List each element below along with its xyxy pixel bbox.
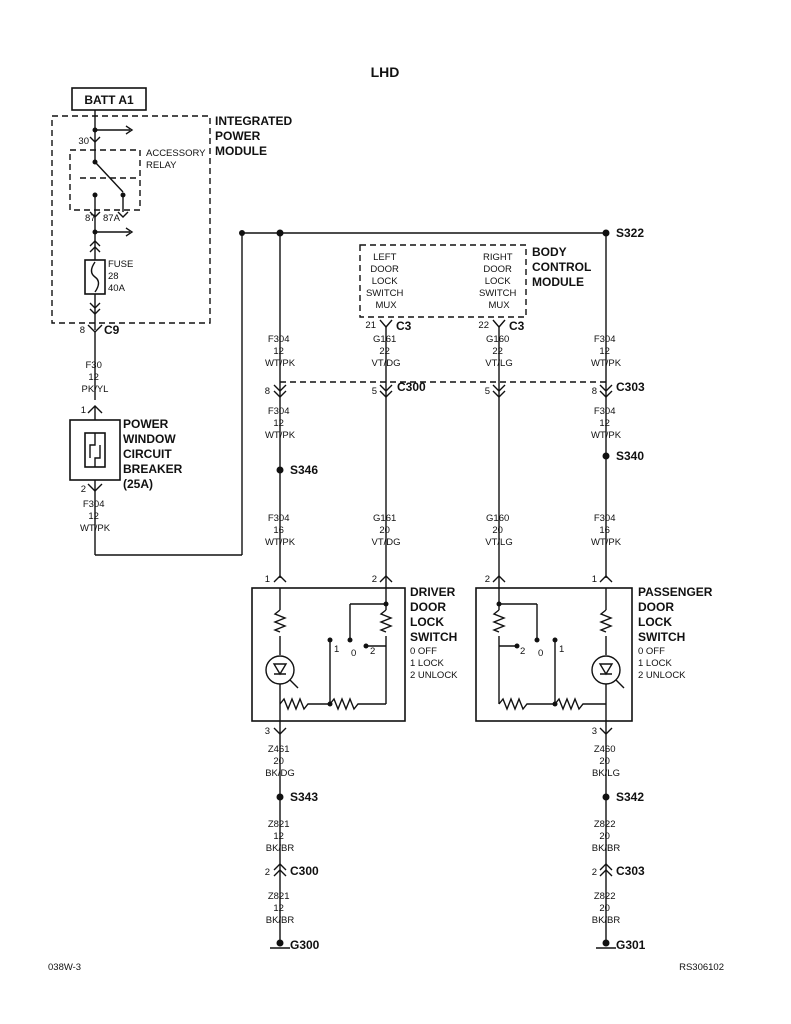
batt-label: BATT A1 — [84, 93, 134, 107]
accessory-relay — [69, 149, 141, 211]
c300-label: C300 — [397, 380, 426, 394]
pass-contact0: 0 — [538, 648, 543, 659]
z822-b-wire: Z822 20 BK/BR — [592, 891, 621, 926]
bcm-label: BODY CONTROL MODULE — [532, 245, 594, 289]
driver-switch-label: DRIVER DOOR LOCK SWITCH — [410, 585, 459, 644]
passenger-door-lock-switch — [475, 587, 633, 722]
splice-s346 — [276, 466, 284, 474]
pass-contact1: 1 — [559, 644, 564, 655]
g161-upper-wire: G161 22 VT/DG — [371, 334, 400, 369]
right-low-wire: F304 16 WT/PK — [591, 513, 622, 548]
batt-box — [71, 87, 147, 111]
breaker-pin2: 2 — [81, 484, 86, 495]
pass-pin2: 2 — [485, 574, 490, 585]
f304-bottom-label: F304 12 WT/PK — [80, 499, 111, 534]
breaker-label: POWER WINDOW CIRCUIT BREAKER (25A) — [123, 417, 186, 491]
driver-door-lock-switch — [251, 587, 406, 722]
breaker-pin1: 1 — [81, 405, 86, 416]
left-low-wire: F304 16 WT/PK — [265, 513, 296, 548]
left-mid-wire: F304 12 WT/PK — [265, 406, 296, 441]
c300-pin5: 5 — [372, 386, 377, 397]
right-mid-wire: F304 12 WT/PK — [591, 406, 622, 441]
driver-pin1: 1 — [265, 574, 270, 585]
splice-s342 — [602, 793, 610, 801]
left-upper-wire: F304 12 WT/PK — [265, 334, 296, 369]
g160-upper-wire: G160 22 VT/LG — [485, 334, 512, 369]
c303-pin8: 8 — [592, 386, 597, 397]
s322-label: S322 — [616, 226, 644, 240]
bcm-box — [359, 244, 527, 318]
c3-pin21: 21 — [365, 320, 376, 331]
c9-pin: 8 — [80, 325, 85, 336]
pin87: 87 — [85, 213, 96, 224]
footer-right: RS306102 — [679, 962, 724, 973]
c300-pin8: 8 — [265, 386, 270, 397]
c303-low-label: C303 — [616, 864, 645, 878]
pass-switch-positions: 0 OFF 1 LOCK 2 UNLOCK — [638, 646, 686, 681]
driver-contact0: 0 — [351, 648, 356, 659]
z822-a-wire: Z822 20 BK/BR — [592, 819, 621, 854]
driver-contact2: 2 — [370, 646, 375, 657]
relay-label: ACCESSORY RELAY — [146, 148, 208, 171]
pass-pin1: 1 — [592, 574, 597, 585]
c300-low-label: C300 — [290, 864, 319, 878]
g301-label: G301 — [616, 938, 646, 952]
s340-label: S340 — [616, 449, 644, 463]
pass-lamp — [591, 655, 621, 685]
c303-pin5: 5 — [485, 386, 490, 397]
bcm-left-mux: LEFT DOOR LOCK SWITCH MUX — [366, 252, 406, 311]
right-upper-wire: F304 12 WT/PK — [591, 334, 622, 369]
driver-pin3: 3 — [265, 726, 270, 737]
driver-switch-positions: 0 OFF 1 LOCK 2 UNLOCK — [410, 646, 458, 681]
c9-label: C9 — [104, 323, 120, 337]
ipm-box — [51, 115, 211, 324]
s343-label: S343 — [290, 790, 318, 804]
c3-left: C3 — [396, 319, 412, 333]
f30-wire-label: F30 12 PK/YL — [82, 360, 109, 395]
footer-left: 038W-3 — [48, 962, 81, 973]
circuit-breaker — [69, 419, 121, 481]
driver-contact1: 1 — [334, 644, 339, 655]
g161-low-wire: G161 20 VT/DG — [371, 513, 400, 548]
pass-contact2: 2 — [520, 646, 525, 657]
s342-label: S342 — [616, 790, 644, 804]
diagram-title: LHD — [371, 64, 400, 80]
pin30: 30 — [78, 136, 89, 147]
splice-s340 — [602, 452, 610, 460]
z460-wire: Z460 20 BK/LG — [592, 744, 620, 779]
c3-pin22: 22 — [478, 320, 489, 331]
pass-switch-label: PASSENGER DOOR LOCK SWITCH — [638, 585, 716, 644]
fuse-label: FUSE 28 40A — [108, 259, 136, 294]
driver-pin2: 2 — [372, 574, 377, 585]
z461-wire: Z461 20 BK/DG — [265, 744, 295, 779]
driver-lamp — [265, 655, 295, 685]
c303-low-pin2: 2 — [592, 867, 597, 878]
g160-low-wire: G160 20 VT/LG — [485, 513, 512, 548]
c300-low-pin2: 2 — [265, 867, 270, 878]
g300-label: G300 — [290, 938, 320, 952]
ipm-label: INTEGRATED POWER MODULE — [215, 114, 295, 158]
c3-right: C3 — [509, 319, 525, 333]
bcm-right-mux: RIGHT DOOR LOCK SWITCH MUX — [479, 252, 519, 311]
pass-pin3: 3 — [592, 726, 597, 737]
pin87a: 87A — [103, 213, 121, 224]
c303-label: C303 — [616, 380, 645, 394]
splice-s343 — [276, 793, 284, 801]
s346-label: S346 — [290, 463, 318, 477]
z821-a-wire: Z821 12 BK/BR — [266, 819, 295, 854]
z821-b-wire: Z821 12 BK/BR — [266, 891, 295, 926]
